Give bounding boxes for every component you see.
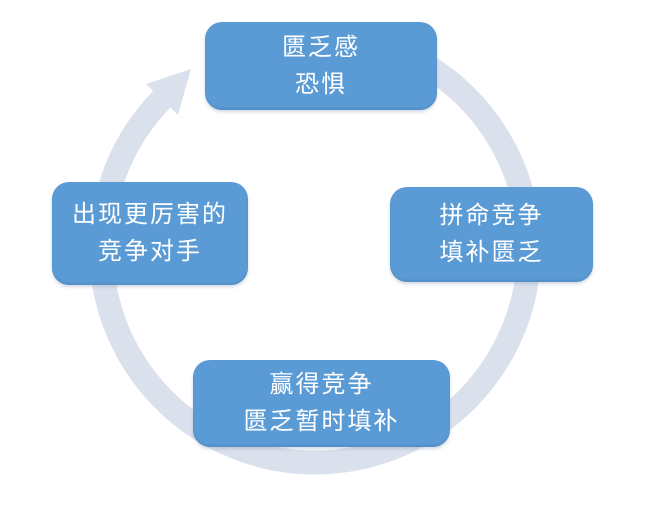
node-label-line: 拼命竞争 (439, 202, 544, 229)
node-label-line: 竞争对手 (98, 238, 202, 265)
node-label-line: 填补匮乏 (439, 239, 544, 266)
node-label-line: 恐惧 (295, 70, 347, 98)
arrow-head-icon (146, 69, 191, 115)
node-stronger-rival: 出现更厉害的 竞争对手 (52, 182, 248, 285)
node-label-line: 赢得竞争 (269, 371, 374, 398)
node-compete-to-fill: 拼命竞争 填补匮乏 (390, 187, 593, 282)
node-label-line: 匮乏感 (282, 33, 360, 61)
node-win-competition: 赢得竞争 匮乏暂时填补 (193, 360, 450, 447)
node-label-line: 出现更厉害的 (72, 201, 228, 228)
node-scarcity-fear: 匮乏感 恐惧 (205, 22, 437, 110)
node-label-line: 匮乏暂时填补 (243, 408, 400, 435)
